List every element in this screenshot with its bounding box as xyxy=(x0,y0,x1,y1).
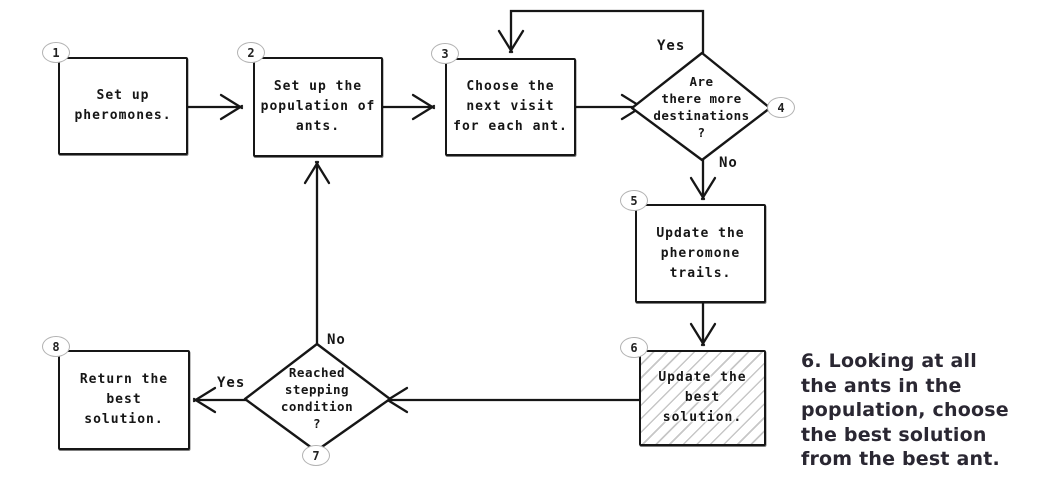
node-7-stopping-condition-label: Reached stepping condition ? xyxy=(280,365,354,431)
step-badge-2: 2 xyxy=(237,42,265,63)
diamond-4-shape xyxy=(630,51,772,162)
step-badge-1: 1 xyxy=(42,42,70,63)
node-3-label: Choose the next visit for each ant. xyxy=(453,79,568,134)
step-badge-3: 3 xyxy=(431,43,459,64)
edge-label-d7-yes: Yes xyxy=(217,375,246,391)
arrow-4-yes-loop-to-3 xyxy=(497,9,705,54)
step-badge-8: 8 xyxy=(42,336,70,357)
step-badge-6: 6 xyxy=(620,337,648,358)
step-6-annotation: 6. Looking at all the ants in the popula… xyxy=(801,350,1009,470)
step-badge-7: 7 xyxy=(302,445,330,466)
step-badge-4: 4 xyxy=(767,97,795,118)
node-1-label: Set up pheromones. xyxy=(74,88,172,123)
node-8-label: Return the best solution. xyxy=(79,372,169,427)
node-3-choose-next-visit: Choose the next visit for each ant. xyxy=(445,58,576,156)
edge-label-d4-yes: Yes xyxy=(657,38,686,54)
node-2-label: Set up the population of ants. xyxy=(260,79,376,134)
node-6-update-best-solution: Update the best solution. xyxy=(639,350,766,446)
edge-label-d4-no: No xyxy=(719,155,738,171)
node-4-more-destinations-label: Are there more destinations ? xyxy=(653,74,750,140)
node-5-update-pheromone-trails: Update the pheromone trails. xyxy=(635,204,766,303)
node-2-setup-population: Set up the population of ants. xyxy=(253,57,383,157)
node-1-setup-pheromones: Set up pheromones. xyxy=(58,57,188,155)
edge-label-d7-no: No xyxy=(327,332,346,348)
step-badge-5: 5 xyxy=(620,190,648,211)
node-6-label: Update the best solution. xyxy=(658,370,747,425)
node-8-return-best-solution: Return the best solution. xyxy=(58,350,190,450)
node-5-label: Update the pheromone trails. xyxy=(656,225,745,281)
